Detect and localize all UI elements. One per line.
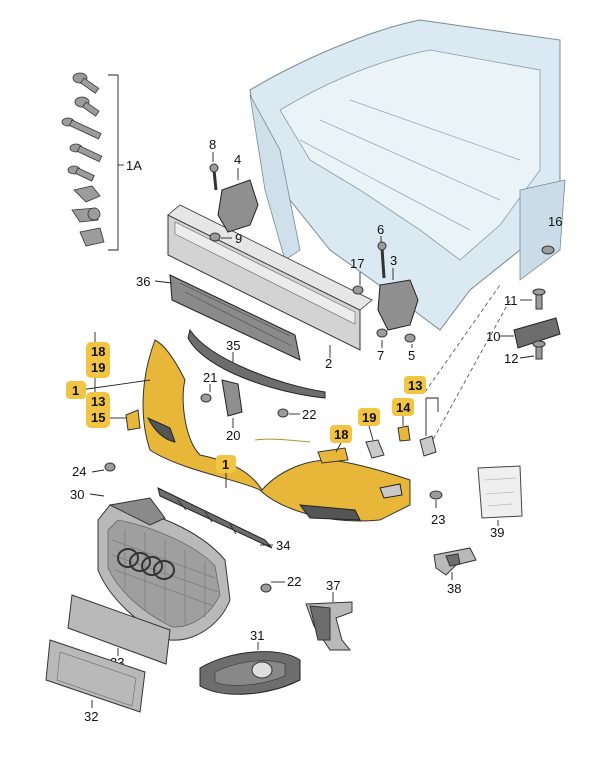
bumper-cover [142,339,411,522]
label-21: 21 [203,370,217,385]
label-34: 34 [276,538,290,553]
label-36: 36 [136,274,150,289]
label-3: 3 [390,253,397,268]
label-17: 17 [350,256,364,271]
bumper-small-parts [104,379,443,500]
highlight-badge-1-left [66,381,86,399]
label-18-left: 18 [91,344,105,359]
bumper-carrier-beam [167,204,373,351]
fog-light-grille [199,651,301,695]
label-1A: 1A [126,158,142,173]
bolt-set-1A [61,72,124,251]
label-20: 20 [226,428,240,443]
highlight-badge-13-15-left [86,392,110,428]
label-4: 4 [234,152,241,167]
label-5: 5 [408,348,415,363]
label-16: 16 [548,214,562,229]
label-30: 30 [70,487,84,502]
label-1-left: 1 [72,383,79,398]
label-32: 32 [84,709,98,724]
label-31: 31 [250,628,264,643]
right-side-parts [513,245,561,360]
label-37: 37 [326,578,340,593]
label-14: 14 [396,400,411,415]
label-38: 38 [447,581,461,596]
highlight-badge-1-top [216,455,236,473]
label-1-top: 1 [222,457,229,472]
label-22-bottom: 22 [287,574,301,589]
label-24: 24 [72,464,86,479]
label-19-mid: 19 [362,410,376,425]
label-13-right: 13 [408,378,422,393]
label-6: 6 [377,222,384,237]
label-23: 23 [431,512,445,527]
label-8: 8 [209,137,216,152]
bracket-3 [352,241,419,343]
label-10: 10 [486,329,500,344]
label-12: 12 [504,351,518,366]
impact-absorber [169,274,301,361]
highlight-badge-18-19-left [86,342,110,378]
label-9: 9 [235,231,242,246]
label-18-mid: 18 [334,427,348,442]
label-7: 7 [377,348,384,363]
label-13-left: 13 [91,394,105,409]
holder-38 [433,547,477,576]
lower-trim-strip [157,487,273,549]
adhesive-pack-39 [477,465,523,519]
label-22-top: 22 [302,407,316,422]
highlight-badge-13-right [404,376,426,394]
label-35: 35 [226,338,240,353]
bracket-4 [209,163,259,242]
label-2: 2 [325,356,332,371]
screw-22-bottom [260,583,272,593]
upper-trim-strip [187,328,326,399]
label-39: 39 [490,525,504,540]
radiator-grille [97,497,231,641]
license-plate-bracket [45,639,146,713]
bracket-37 [305,601,353,651]
label-19-left: 19 [91,360,105,375]
front-body-structure [249,19,566,331]
dashed-ref-line-1 [424,284,501,393]
highlight-badge-18-mid [330,425,352,443]
label-11: 11 [504,293,518,308]
highlight-badge-19-mid [358,408,380,426]
license-plate-carrier [67,594,171,665]
highlight-badge-14 [392,398,414,416]
label-15: 15 [91,410,105,425]
